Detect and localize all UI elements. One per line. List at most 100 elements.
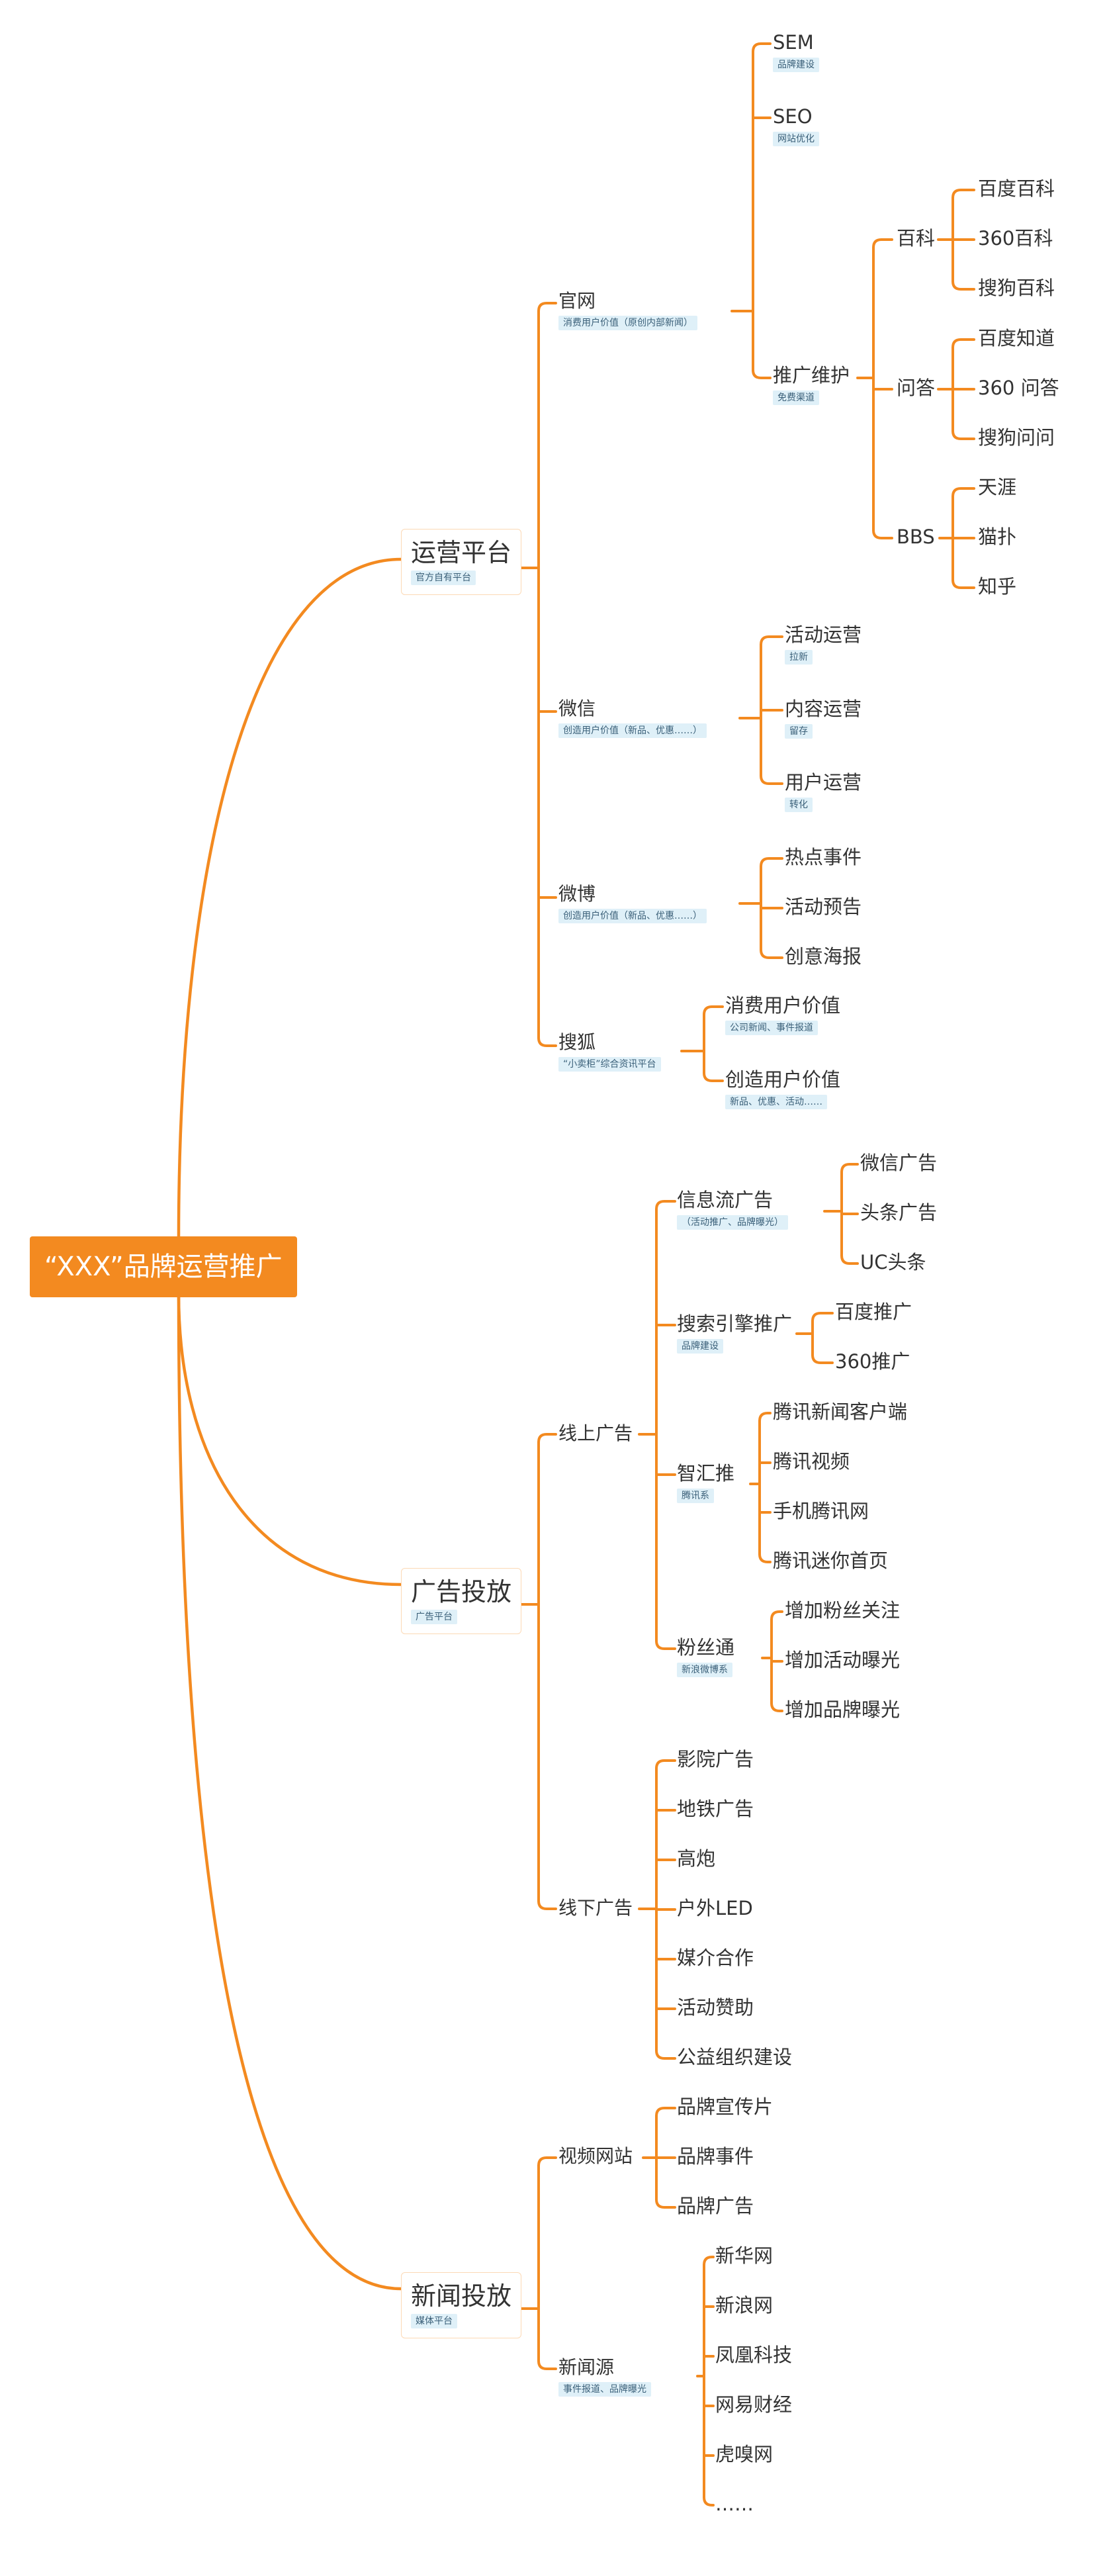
connector-line (177, 1292, 403, 1587)
branch-news-placement[interactable]: 新闻投放 媒体平台 (401, 2272, 522, 2338)
topic-feed-ads[interactable]: 信息流广告 （活动推广、品牌曝光） (677, 1191, 788, 1230)
topic-tag: 创造用户价值（新品、优惠……） (558, 909, 707, 923)
connector-line (770, 1702, 783, 1712)
topic-weixin[interactable]: 微信 创造用户价值（新品、优惠……） (558, 700, 707, 738)
leaf-360-wenda[interactable]: 360 问答 (978, 377, 1059, 399)
connector-line (655, 1639, 676, 1650)
connector-line (952, 430, 975, 440)
leaf-tianya[interactable]: 天涯 (978, 476, 1017, 498)
leaf-brand-video[interactable]: 品牌宣传片 (677, 2095, 774, 2118)
topic-activity-operation[interactable]: 活动运营 拉新 (785, 625, 862, 665)
topic-guanwang[interactable]: 官网 消费用户价值（原创内部新闻） (558, 292, 697, 330)
leaf-brand-exposure[interactable]: 增加品牌曝光 (785, 1698, 901, 1721)
leaf-event-sponsorship[interactable]: 活动赞助 (677, 1996, 754, 2019)
topic-tag: 留存 (785, 724, 813, 739)
leaf-tencent-news-client[interactable]: 腾讯新闻客户端 (773, 1401, 908, 1423)
topic-zhihuitui[interactable]: 智汇推 腾讯系 (677, 1464, 734, 1503)
branch-operation-platform[interactable]: 运营平台 官方自有平台 (401, 529, 522, 595)
leaf-outdoor-led[interactable]: 户外LED (677, 1897, 753, 1919)
leaf-subway-ads[interactable]: 地铁广告 (677, 1798, 754, 1820)
connector-line (537, 2156, 557, 2167)
leaf-360-promotion[interactable]: 360推广 (835, 1350, 910, 1373)
leaf-creative-posters[interactable]: 创意海报 (785, 945, 862, 968)
connector-line (177, 557, 403, 1238)
leaf-tencent-mini-home[interactable]: 腾讯迷你首页 (773, 1549, 889, 1572)
topic-bbs[interactable]: BBS (897, 526, 935, 548)
connector-line (760, 948, 783, 959)
connector-line (840, 1163, 859, 1173)
branch-ad-placement[interactable]: 广告投放 广告平台 (401, 1568, 522, 1634)
topic-sem[interactable]: SEM 品牌建设 (773, 33, 819, 72)
leaf-sina[interactable]: 新浪网 (715, 2294, 774, 2317)
topic-weibo[interactable]: 微博 创造用户价值（新品、优惠……） (558, 885, 707, 923)
connector-line (703, 1072, 724, 1082)
leaf-media-cooperation[interactable]: 媒介合作 (677, 1947, 754, 1969)
connector-line (952, 280, 975, 291)
leaf-brand-events[interactable]: 品牌事件 (677, 2145, 754, 2168)
connector-line (952, 487, 975, 498)
topic-user-operation[interactable]: 用户运营 转化 (785, 773, 862, 812)
leaf-netease-finance[interactable]: 网易财经 (715, 2393, 793, 2416)
topic-tag: 事件报道、品牌曝光 (558, 2382, 651, 2397)
topic-seo[interactable]: SEO 网站优化 (773, 107, 819, 146)
leaf-billboard[interactable]: 高炮 (677, 1847, 716, 1870)
topic-video-sites[interactable]: 视频网站 (558, 2145, 633, 2167)
topic-sohu[interactable]: 搜狐 “小卖柜”综合资讯平台 (558, 1033, 661, 1072)
connector-line (758, 1412, 772, 1422)
leaf-tencent-video[interactable]: 腾讯视频 (773, 1450, 850, 1473)
leaf-charity-building[interactable]: 公益组织建设 (677, 2046, 793, 2068)
leaf-baidu-baike[interactable]: 百度百科 (978, 177, 1055, 200)
leaf-activity-preview[interactable]: 活动预告 (785, 896, 862, 918)
connector-line (537, 302, 557, 312)
topic-tag: 网站优化 (773, 132, 819, 146)
topic-tag: 新浪微博系 (677, 1663, 732, 1677)
leaf-add-fans[interactable]: 增加粉丝关注 (785, 1599, 901, 1622)
leaf-maopu[interactable]: 猫扑 (978, 526, 1017, 548)
connector-line (811, 1354, 834, 1364)
topic-tag: 广告平台 (411, 1610, 457, 1624)
connector-line (760, 857, 783, 868)
root-label: “XXX”品牌运营推广 (44, 1252, 283, 1282)
leaf-ifeng-tech[interactable]: 凤凰科技 (715, 2344, 793, 2366)
connector-line (177, 1292, 403, 2291)
topic-wenda[interactable]: 问答 (897, 377, 936, 399)
connector-line (655, 1200, 676, 1211)
topic-baike[interactable]: 百科 (897, 227, 936, 250)
topic-consume-user-value[interactable]: 消费用户价值 公司新闻、事件报道 (725, 996, 840, 1035)
leaf-zhihu[interactable]: 知乎 (978, 575, 1017, 598)
leaf-hot-events[interactable]: 热点事件 (785, 846, 862, 868)
leaf-360-baike[interactable]: 360百科 (978, 227, 1053, 250)
topic-create-user-value[interactable]: 创造用户价值 新品、优惠、活动…… (725, 1070, 840, 1109)
connector-line (703, 2496, 715, 2507)
root-topic[interactable]: “XXX”品牌运营推广 (30, 1236, 297, 1297)
topic-news-sources[interactable]: 新闻源 事件报道、品牌曝光 (558, 2358, 651, 2397)
leaf-baidu-promotion[interactable]: 百度推广 (835, 1301, 912, 1323)
leaf-sogou-baike[interactable]: 搜狗百科 (978, 277, 1055, 299)
leaf-mobile-tencent[interactable]: 手机腾讯网 (773, 1500, 869, 1522)
connector-line (872, 529, 893, 539)
leaf-toutiao-ads[interactable]: 头条广告 (860, 1201, 938, 1224)
connector-line (537, 1900, 557, 1910)
connector-line (655, 1759, 676, 1770)
leaf-uc-toutiao[interactable]: UC头条 (860, 1251, 926, 1273)
leaf-cinema-ads[interactable]: 影院广告 (677, 1748, 754, 1771)
leaf-sogou-wenwen[interactable]: 搜狗问问 (978, 426, 1055, 449)
topic-tag: 品牌建设 (773, 58, 819, 72)
leaf-activity-exposure[interactable]: 增加活动曝光 (785, 1649, 901, 1671)
leaf-ellipsis[interactable]: …… (715, 2493, 754, 2515)
topic-online-ads[interactable]: 线上广告 (558, 1422, 633, 1444)
topic-content-operation[interactable]: 内容运营 留存 (785, 700, 862, 739)
leaf-xinhua[interactable]: 新华网 (715, 2244, 774, 2267)
topic-fensitong[interactable]: 粉丝通 新浪微博系 (677, 1638, 734, 1677)
topic-promotion-maintenance[interactable]: 推广维护 免费渠道 (773, 366, 850, 405)
leaf-huxiu[interactable]: 虎嗅网 (715, 2443, 774, 2465)
connector-line (537, 1433, 557, 1444)
leaf-brand-ads[interactable]: 品牌广告 (677, 2195, 754, 2217)
leaf-baidu-zhidao[interactable]: 百度知道 (978, 327, 1055, 349)
connector-line (760, 635, 783, 646)
topic-search-engine[interactable]: 搜索引擎推广 品牌建设 (677, 1314, 792, 1354)
leaf-wechat-ads[interactable]: 微信广告 (860, 1152, 938, 1174)
connector-line (537, 1036, 557, 1047)
topic-offline-ads[interactable]: 线下广告 (558, 1897, 633, 1919)
